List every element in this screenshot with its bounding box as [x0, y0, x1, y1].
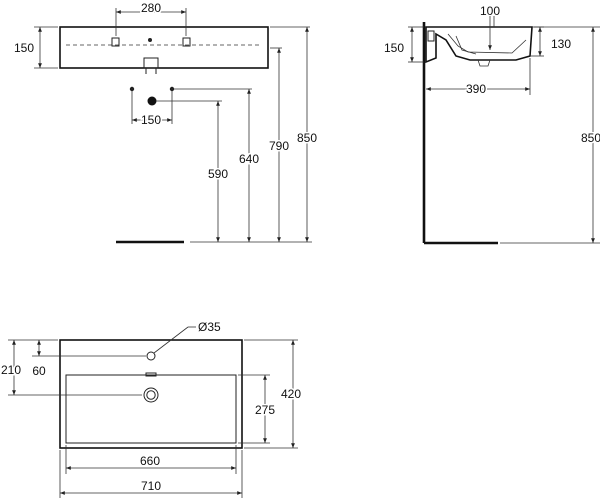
side-basin-bowl-inner — [447, 33, 527, 54]
dim-side-projection: 390 — [466, 82, 486, 96]
dim-side-bowl-depth: 130 — [551, 37, 571, 51]
plan-tap-hole — [146, 351, 156, 361]
plan-waste-outer — [143, 387, 159, 403]
dim-side-tap-offset: 100 — [480, 4, 500, 18]
front-waste-outlet — [143, 57, 159, 69]
plan-bowl-outline — [65, 374, 237, 444]
front-tap-hole-right — [182, 37, 191, 47]
plan-basin-outline — [59, 339, 243, 449]
supply-point-right — [169, 86, 175, 92]
dim-plan-overall-depth: 420 — [281, 387, 301, 401]
dim-side-overall-height: 850 — [581, 131, 600, 145]
side-basin-overflow — [455, 35, 477, 55]
front-centre-mark — [148, 38, 152, 42]
supply-point-left — [129, 86, 135, 92]
dim-front-waste-spacing: 150 — [141, 113, 161, 127]
dim-side-rim-height: 150 — [384, 41, 404, 55]
waste-point — [147, 96, 157, 106]
dim-front-overall-height: 850 — [297, 131, 317, 145]
plan-view: Ø35 210 60 275 420 660 710 — [0, 320, 303, 498]
dim-front-top-height: 790 — [269, 139, 289, 153]
side-tap-stub — [427, 30, 435, 42]
dim-plan-bowl-width: 660 — [140, 454, 160, 468]
dim-front-supply-height: 640 — [239, 152, 259, 166]
dim-plan-waste-offset: 210 — [1, 363, 21, 377]
plan-overflow-slot — [145, 372, 157, 377]
side-basin-outline — [425, 26, 533, 64]
dim-front-waste-height: 590 — [208, 167, 228, 181]
front-tap-hole-left — [111, 37, 120, 47]
plan-waste-inner — [146, 390, 156, 400]
dim-plan-tap-hole-diameter: Ø35 — [198, 320, 221, 334]
dim-plan-tap-hole-offset: 60 — [32, 364, 46, 378]
front-elevation: 280 150 150 590 640 790 850 — [12, 0, 319, 244]
dim-front-tap-spacing: 280 — [141, 1, 161, 15]
dim-front-rim-height: 150 — [14, 41, 34, 55]
side-elevation: 100 150 130 390 850 — [382, 4, 600, 245]
dim-plan-bowl-depth: 275 — [255, 403, 275, 417]
front-basin-outline — [59, 26, 269, 69]
dim-plan-overall-width: 710 — [141, 479, 161, 493]
